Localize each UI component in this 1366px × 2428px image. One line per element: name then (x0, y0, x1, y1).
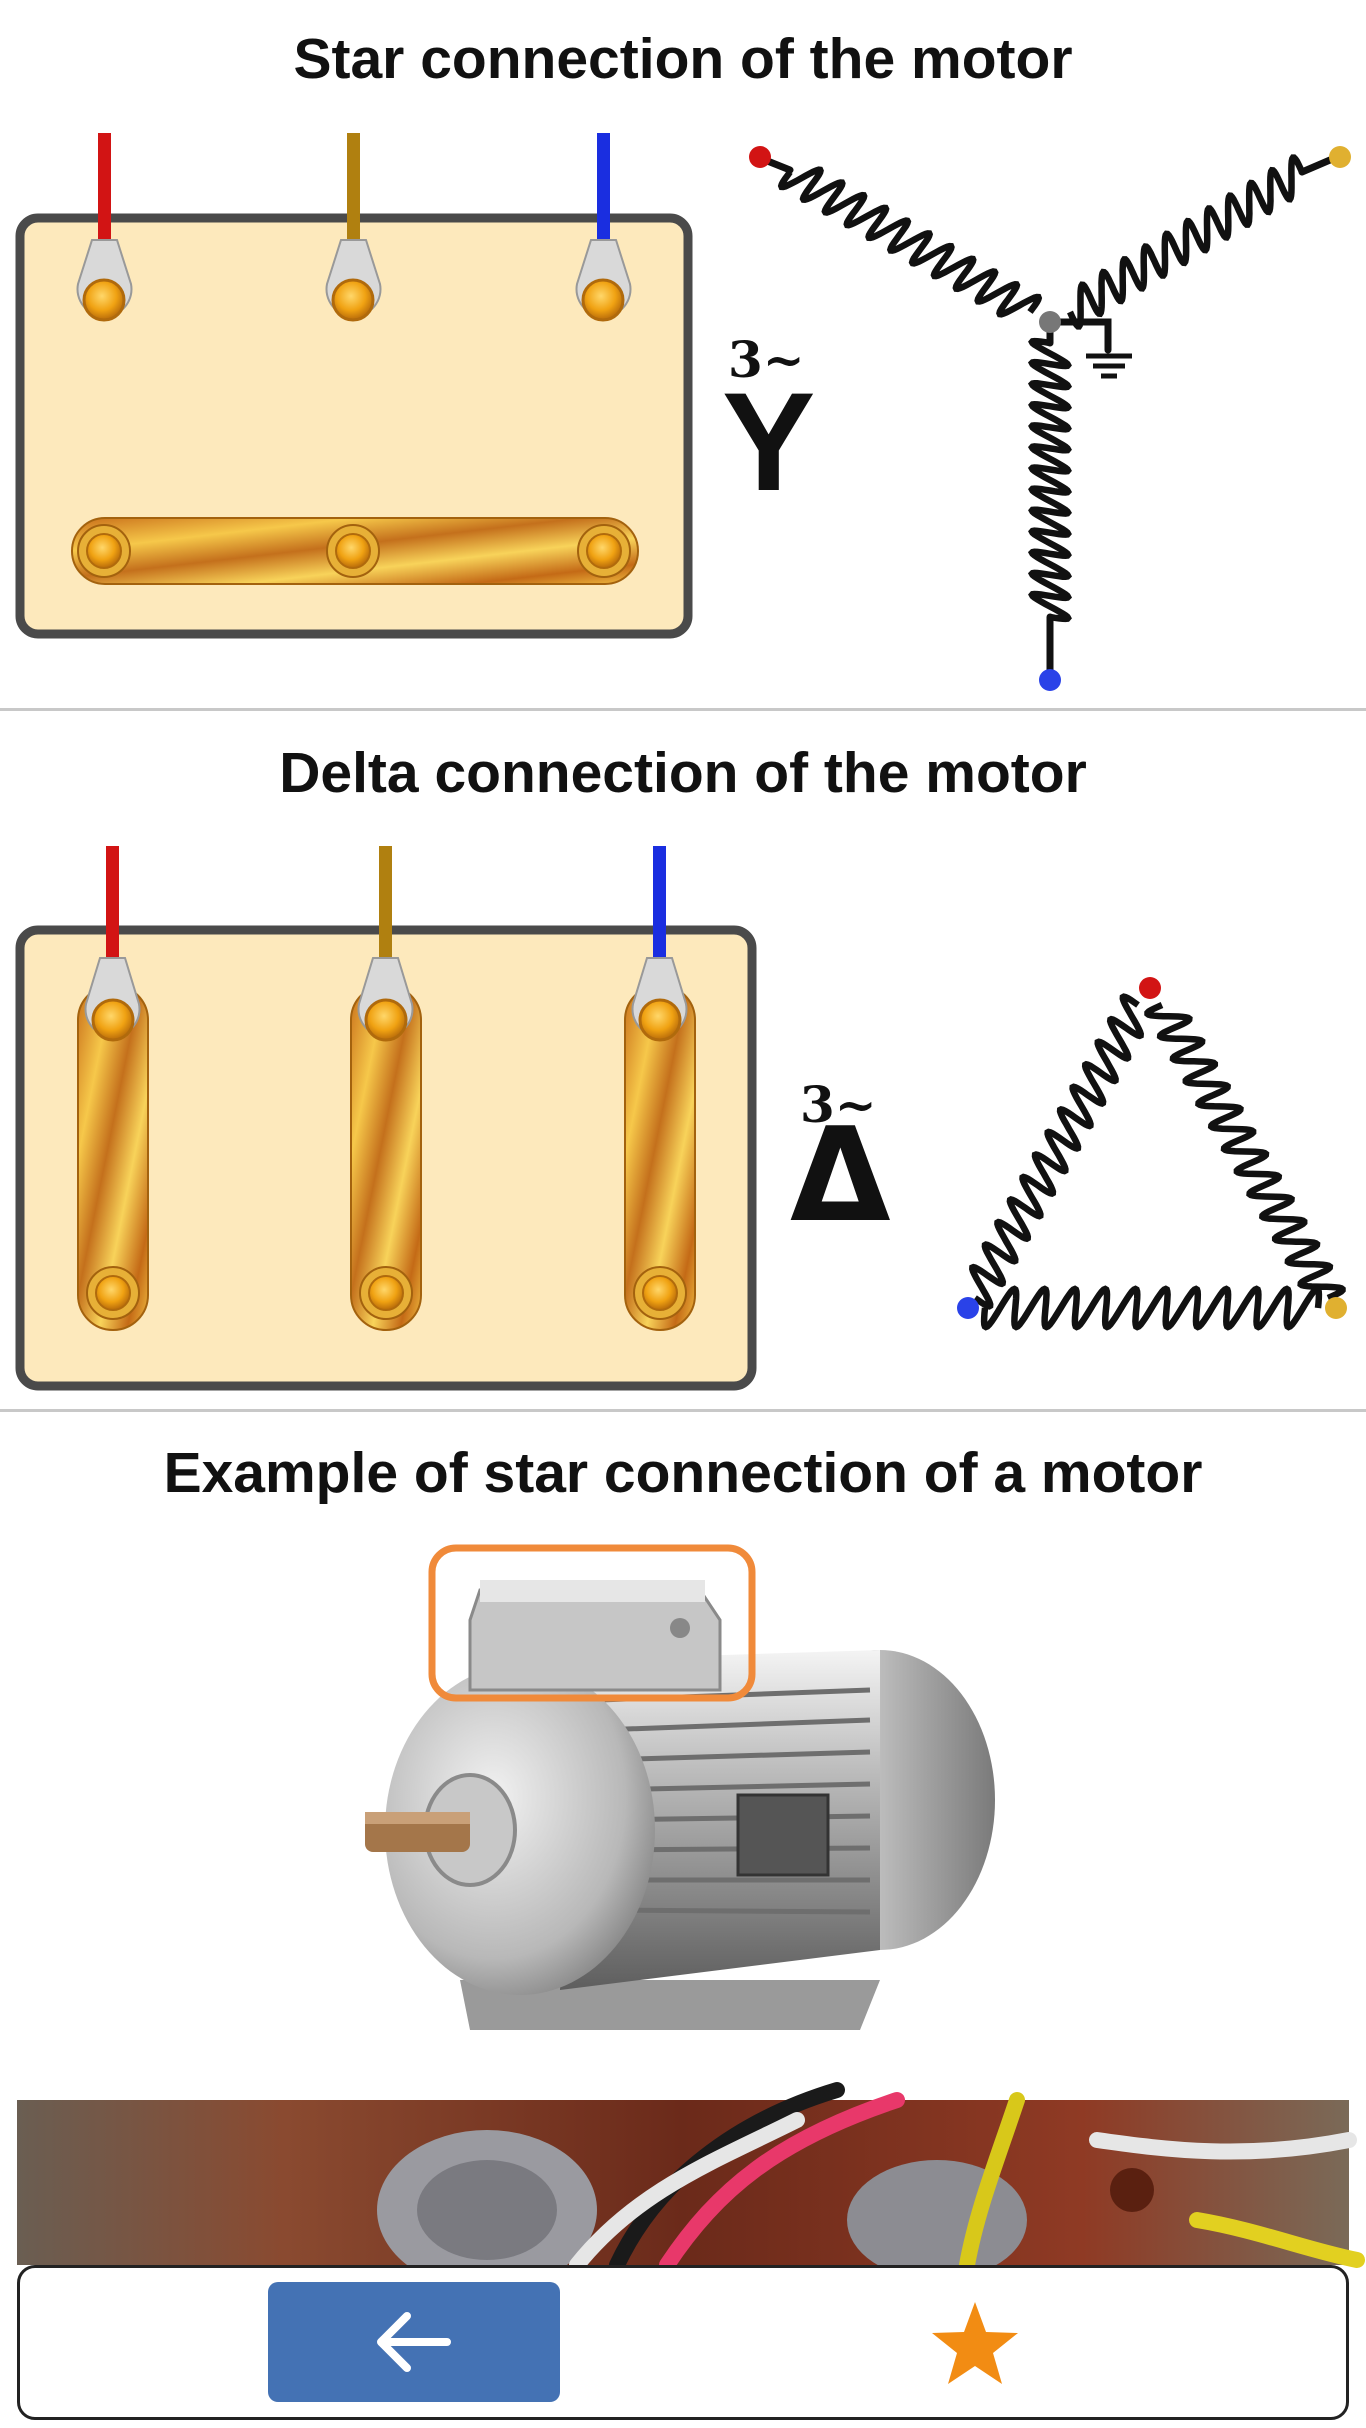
delta-section-title: Delta connection of the motor (279, 741, 1087, 805)
terminal-dot-l2 (1325, 1297, 1347, 1319)
star-section-title: Star connection of the motor (293, 27, 1073, 91)
star-phase-label: 3~ (728, 330, 805, 389)
divider (0, 708, 1366, 711)
arrow-left-icon (377, 2312, 451, 2372)
bottom-navigation-bar (17, 2265, 1349, 2420)
wire-l3 (597, 133, 610, 251)
terminal-lug-3 (575, 239, 632, 322)
winding-coil (969, 993, 1144, 1310)
back-button[interactable] (268, 2282, 560, 2402)
star-symbol: Y (722, 363, 816, 520)
winding-coil (1027, 337, 1073, 623)
wire-l3 (653, 846, 666, 964)
delta-phase-label: 3~ (800, 1075, 877, 1134)
delta-coils (969, 993, 1346, 1331)
winding-coil-2 (1298, 156, 1334, 176)
delta-terminal-box-diagram (15, 846, 757, 1391)
terminal-dot-l3 (1039, 669, 1061, 691)
example-section-title: Example of star connection of a motor (163, 1441, 1203, 1505)
wire-l1 (106, 846, 119, 964)
divider (0, 1409, 1366, 1412)
star-icon (932, 2302, 1018, 2384)
delta-winding-diagram (957, 977, 1347, 1331)
star-winding-diagram (749, 146, 1351, 691)
winding-coil (1067, 154, 1305, 330)
terminal-dot-l1 (749, 146, 771, 168)
electric-motor-image (365, 1544, 995, 2030)
terminal-lug-1 (76, 239, 133, 322)
star-coils (777, 154, 1305, 623)
star-point (1039, 311, 1061, 333)
wire-l2 (347, 133, 360, 251)
terminal-dot-l3 (957, 1297, 979, 1319)
delta-symbol: Δ (790, 1099, 891, 1251)
terminal-lug-2 (325, 239, 382, 322)
winding-coil (777, 166, 1043, 318)
terminal-box-highlight (428, 1544, 756, 1702)
star-terminal-box-diagram (15, 133, 693, 639)
winding-coil (1144, 1002, 1346, 1301)
terminal-dot-l2 (1329, 146, 1351, 168)
terminal-dot-l1 (1139, 977, 1161, 999)
winding-coil (980, 1285, 1323, 1331)
favorite-button[interactable] (920, 2288, 1030, 2398)
wire-l1 (98, 133, 111, 251)
wire-l2 (379, 846, 392, 964)
terminal-wiring-photo (17, 2082, 1365, 2290)
